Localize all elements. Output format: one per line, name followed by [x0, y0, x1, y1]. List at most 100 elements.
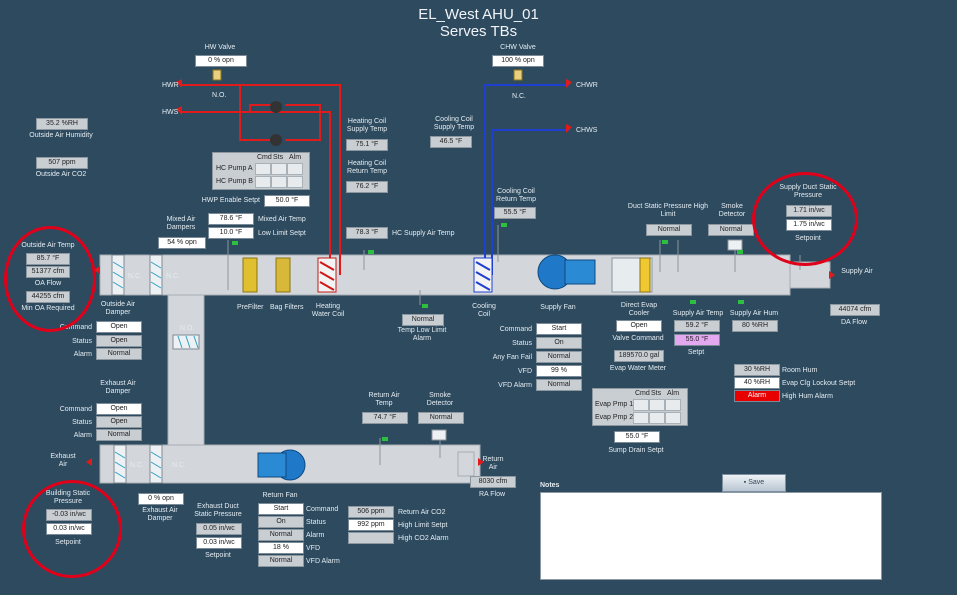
evap-cooler-value[interactable]: Open	[616, 320, 662, 332]
hw-valve-value[interactable]: 0 % opn	[195, 55, 247, 67]
return-smoke-value: Normal	[418, 412, 464, 424]
return-air-label: Return Air	[482, 456, 504, 471]
cc-supply-temp-label: Cooling Coil Supply Temp	[433, 116, 475, 131]
chw-valve-value[interactable]: 100 % opn	[492, 55, 544, 67]
hc-pump-b-icon	[270, 134, 282, 146]
notes-textarea[interactable]	[540, 492, 882, 580]
ea-damper-command-value[interactable]: Open	[96, 403, 142, 415]
prefilter	[242, 257, 258, 293]
supply-air-temp-value: 59.2 °F	[674, 320, 720, 332]
highlight-circle-supply-static	[752, 172, 858, 266]
high-hum-alarm-label: High Hum Alarm	[782, 393, 833, 400]
return-fan-housing	[257, 452, 287, 478]
supply-air-setpt-label: Setpt	[687, 349, 705, 356]
rf-command-value[interactable]: Start	[258, 503, 304, 515]
evap-pump-grid: Cmd Sts Alm Evap Pmp 1 Evap Pmp 2	[592, 388, 688, 426]
mixed-air-dampers-label: Mixed Air Dampers	[166, 216, 196, 231]
hc-return-temp-value: 76.2 °F	[346, 181, 388, 193]
evap-pump-1-alm	[665, 399, 681, 411]
oa-damper-nc-label: N.C.	[128, 273, 142, 280]
hwp-enable-value[interactable]: 50.0 °F	[264, 195, 310, 207]
hwr-label: HWR	[162, 82, 179, 89]
evap-pump-1-cmd[interactable]	[633, 399, 649, 411]
bag-filter-label: Bag Filters	[270, 304, 304, 311]
oa-damper-command-value[interactable]: Open	[96, 321, 142, 333]
duct-static-high-limit-value: Normal	[646, 224, 692, 236]
mixing-duct	[167, 294, 205, 466]
sf-command-value[interactable]: Start	[536, 323, 582, 335]
evap-pump-2-cmd[interactable]	[633, 412, 649, 424]
sump-drain-value[interactable]: 55.0 °F	[614, 431, 660, 443]
return-air-temp-value: 74.7 °F	[362, 412, 408, 424]
exhaust-duct-static-label: Exhaust Duct Static Pressure	[194, 503, 242, 518]
evap-water-meter-label: Evap Water Meter	[609, 365, 667, 372]
exhaust-air-label: Exhaust Air	[50, 453, 76, 468]
oa-damper-alarm-value: Normal	[96, 348, 142, 360]
supply-fan-housing	[564, 259, 596, 285]
chws-label: CHWS	[576, 127, 598, 134]
sf-vfd-alarm-value: Normal	[536, 379, 582, 391]
supply-smoke-label: Smoke Detector	[718, 203, 746, 218]
exhaust-duct-setpoint-value[interactable]: 0.03 in/wc	[196, 537, 242, 549]
ea-damper-alarm-label: Alarm	[73, 432, 92, 439]
mixed-air-dampers-value[interactable]: 54 % opn	[158, 237, 206, 249]
return-duct-end	[457, 451, 475, 477]
duct-static-high-limit-label: Duct Static Pressure High Limit	[627, 203, 709, 218]
return-smoke-label: Smoke Detector	[426, 392, 454, 407]
damper-slats	[112, 261, 199, 479]
rf-vfd-value[interactable]: 18 %	[258, 542, 304, 554]
mixing-damper-nc-label: N.C.	[166, 273, 180, 280]
evap-valve-command-label: Valve Command	[612, 335, 664, 342]
high-limit-label: High Limit Setpt	[398, 522, 448, 529]
exhaust-duct-setpoint-label: Setpoint	[205, 552, 231, 559]
evap-water-meter-value: 189570.0 gal	[614, 350, 664, 362]
hc-pump-a-cmd[interactable]	[255, 163, 271, 175]
hc-supply-temp-value: 75.1 °F	[346, 139, 388, 151]
evap-pump-header-alm: Alm	[667, 390, 680, 397]
chilled-water-piping	[484, 84, 570, 275]
ea-damper-nc-label: N.C.	[130, 462, 144, 469]
mixed-air-temp-value: 78.6 °F	[208, 213, 254, 225]
oa-co2-value: 507 ppm	[36, 157, 88, 169]
oa-damper-title: Outside Air Damper	[100, 301, 136, 316]
rf-vfd-alarm-value: Normal	[258, 555, 304, 567]
hc-pump-grid: Cmd Sts Alm HC Pump A HC Pump B	[212, 152, 310, 190]
ra-flow-value: 8030 cfm	[470, 476, 516, 488]
ea-damper-position-value[interactable]: 0 % opn	[138, 493, 184, 505]
low-limit-value[interactable]: 10.0 °F	[208, 227, 254, 239]
supply-hum-flag	[738, 300, 744, 304]
hc-supply-air-temp-label: HC Supply Air Temp	[392, 230, 455, 237]
heating-coil-fins	[319, 261, 335, 291]
hc-supply-air-temp-value: 78.3 °F	[346, 227, 388, 239]
save-button[interactable]: ▪ Save	[722, 474, 786, 492]
return-fan-title: Return Fan	[262, 492, 298, 499]
evap-pump-header-sts: Sts	[651, 390, 662, 397]
hc-pump-b-cmd[interactable]	[255, 176, 271, 188]
return-co2-label: Return Air CO2	[398, 509, 446, 516]
cc-supply-temp-value: 46.5 °F	[430, 136, 472, 148]
evap-cooler-label: Direct Evap Cooler	[620, 302, 658, 317]
hw-valve-label: HW Valve	[204, 44, 236, 51]
bag-filter	[275, 257, 291, 293]
oa-damper-status-value: Open	[96, 335, 142, 347]
room-hum-value: 30 %RH	[734, 364, 780, 376]
evap-lockout-value[interactable]: 40 %RH	[734, 377, 780, 389]
high-limit-value[interactable]: 992 ppm	[348, 519, 394, 531]
hc-pump-b-sts	[271, 176, 287, 188]
ea-damper-title: Exhaust Air Damper	[100, 380, 136, 395]
supply-air-hum-label: Supply Air Hum	[729, 310, 779, 317]
rf-vfd-alarm-label: VFD Alarm	[306, 558, 340, 565]
prefilter-label: PreFilter	[237, 304, 264, 311]
chw-valve-label: CHW Valve	[500, 44, 536, 51]
highlight-circle-outside-air	[4, 226, 96, 332]
supply-smoke-detector-icon	[727, 239, 743, 251]
evap-pump-1-sts	[649, 399, 665, 411]
high-hum-alarm-value: Alarm	[734, 390, 780, 402]
sf-vfd-value[interactable]: 99 %	[536, 365, 582, 377]
flow-arrows	[86, 79, 835, 466]
chw-valve-icon	[513, 69, 523, 81]
ra-flow-label: RA Flow	[478, 491, 506, 498]
rf-status-value: On	[258, 516, 304, 528]
supply-air-setpt-value[interactable]: 55.0 °F	[674, 334, 720, 346]
